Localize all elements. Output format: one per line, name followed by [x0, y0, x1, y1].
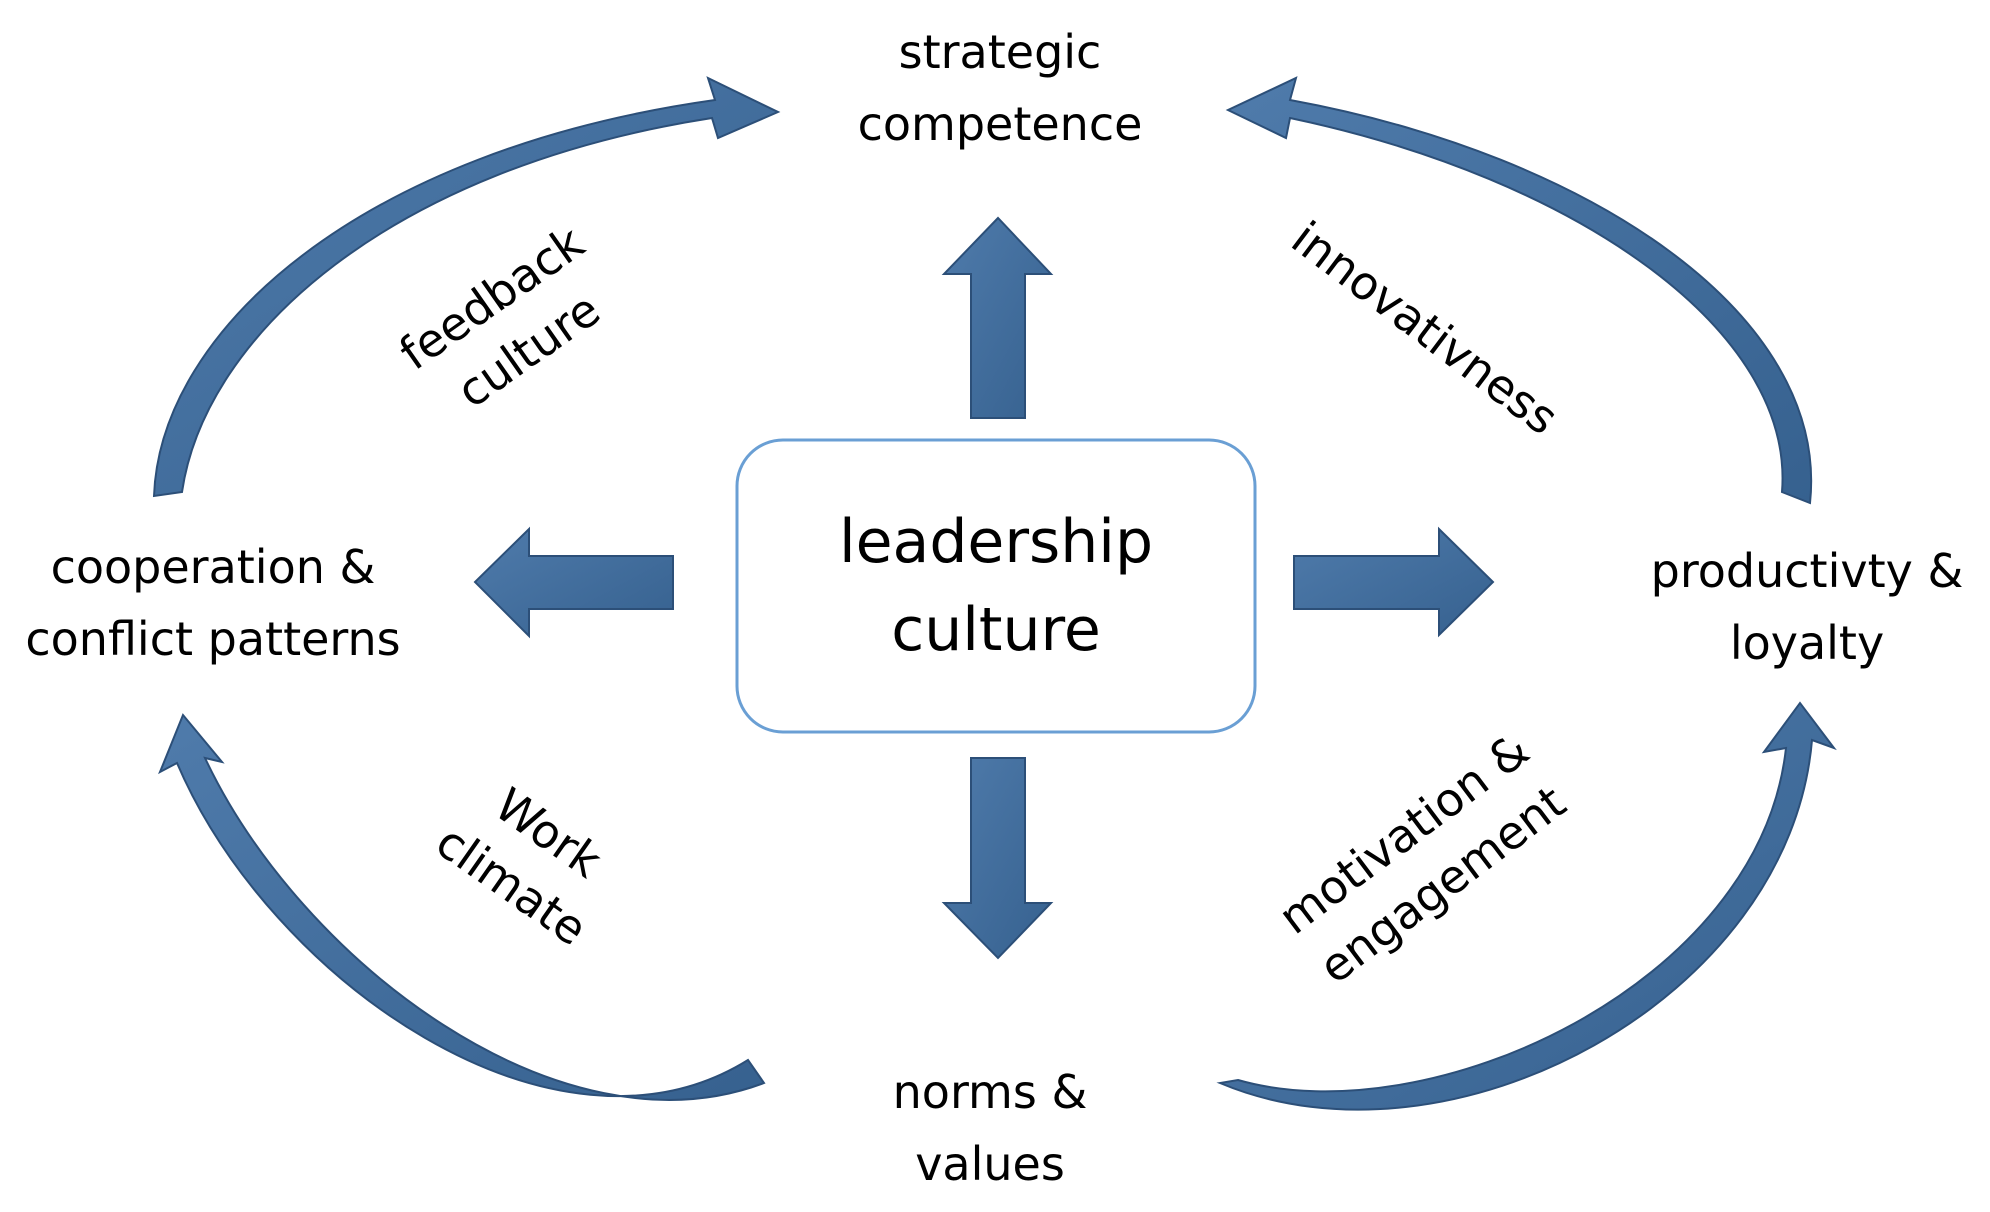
node-top-line1: strategic: [898, 25, 1102, 79]
node-left-line2: conflict patterns: [25, 612, 401, 666]
center-label: leadership culture: [737, 440, 1255, 732]
node-right-line1: productivty &: [1650, 544, 1964, 598]
node-top-line2: competence: [857, 97, 1143, 151]
node-bottom-line2: values: [915, 1137, 1065, 1191]
curved-arrow-bottom-right: [1216, 701, 1837, 1111]
node-left-label: cooperation & conflict patterns: [8, 531, 418, 675]
node-left-line1: cooperation &: [50, 540, 376, 594]
arrow-up: [941, 216, 1054, 419]
curved-arrow-bottom-left: [158, 713, 766, 1101]
center-label-line1: leadership: [838, 507, 1154, 577]
node-right-label: productivty & loyalty: [1632, 535, 1982, 679]
center-box: [735, 438, 1257, 734]
node-bottom-label: norms & values: [850, 1056, 1130, 1200]
node-top-label: strategic competence: [850, 16, 1150, 160]
center-label-line2: culture: [891, 595, 1101, 665]
node-right-line2: loyalty: [1729, 616, 1885, 670]
arrow-left: [473, 526, 674, 639]
curved-arrow-top-left: [152, 76, 781, 498]
curved-arrow-top-right: [1225, 76, 1813, 505]
node-bottom-line1: norms &: [892, 1065, 1088, 1119]
arrow-down: [941, 757, 1054, 960]
arrow-right: [1293, 526, 1495, 638]
